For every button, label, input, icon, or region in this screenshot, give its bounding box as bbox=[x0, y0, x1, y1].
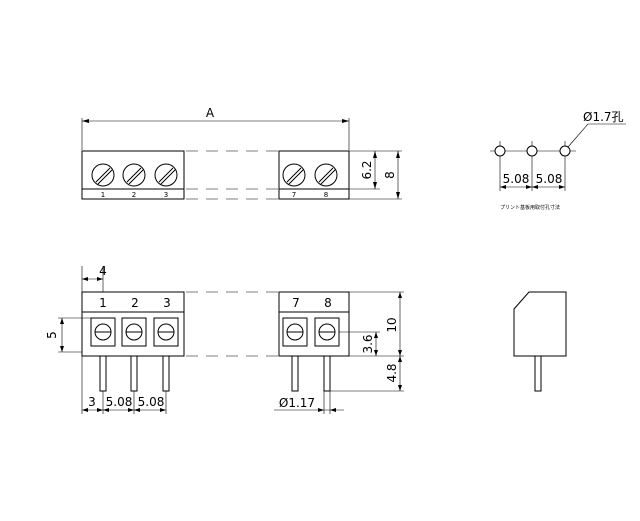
dim-front-height: 10 bbox=[385, 317, 399, 332]
screw-slot-2 bbox=[121, 317, 147, 347]
pcb-hole-pattern: Ø1.7孔 5.08 5.08 プリント基板用取付孔寸法 bbox=[490, 110, 626, 211]
dim-screw-center: 3.6 bbox=[361, 334, 375, 353]
pin-2 bbox=[130, 355, 138, 392]
dim-body-height: 8 bbox=[383, 171, 397, 179]
dim-bottom-508a: 5.08 bbox=[106, 395, 133, 409]
pin-3 bbox=[162, 355, 170, 392]
terminal-block-right-top bbox=[278, 150, 350, 200]
pin-7 bbox=[291, 355, 299, 392]
dim-pitch-1: 5.08 bbox=[503, 172, 530, 186]
side-pin bbox=[534, 355, 542, 392]
dim-pitch-2: 5.08 bbox=[536, 172, 563, 186]
dim-screw-offset: 5 bbox=[45, 331, 59, 339]
top-label-3: 3 bbox=[164, 191, 168, 199]
pcb-hole-1 bbox=[494, 145, 506, 157]
dim-bottom-508b: 5.08 bbox=[138, 395, 165, 409]
terminal-block-left-top bbox=[81, 150, 185, 200]
top-label-8: 8 bbox=[324, 191, 328, 199]
terminal-block-right-front bbox=[278, 291, 350, 357]
dim-pin-length: 4.8 bbox=[385, 363, 399, 382]
dim-screw-height: 6.2 bbox=[360, 160, 374, 179]
front-view: 4 bbox=[45, 264, 404, 414]
pcb-hole-2 bbox=[526, 145, 538, 157]
screw-slot-7 bbox=[282, 317, 308, 347]
screw-1-top bbox=[91, 163, 115, 187]
screw-7-top bbox=[282, 163, 306, 187]
front-label-7: 7 bbox=[292, 296, 300, 310]
dim-bottom-3: 3 bbox=[88, 395, 96, 409]
screw-slot-1 bbox=[90, 317, 116, 347]
front-label-2: 2 bbox=[131, 296, 139, 310]
screw-2-top bbox=[122, 163, 146, 187]
front-label-3: 3 bbox=[163, 296, 171, 310]
screw-3-top bbox=[154, 163, 178, 187]
top-view: A bbox=[81, 106, 402, 200]
screw-slot-3 bbox=[153, 317, 179, 347]
dim-overall-length: A bbox=[206, 106, 215, 120]
pcb-hole-3 bbox=[559, 145, 571, 157]
dim-hole-diameter: Ø1.7孔 bbox=[583, 110, 624, 124]
dim-pin-offset: 4 bbox=[99, 264, 107, 278]
top-label-1: 1 bbox=[101, 191, 105, 199]
pcb-note: プリント基板用取付孔寸法 bbox=[500, 204, 560, 211]
pin-8 bbox=[323, 355, 331, 392]
top-label-2: 2 bbox=[132, 191, 136, 199]
front-label-8: 8 bbox=[324, 296, 332, 310]
screw-8-top bbox=[314, 163, 338, 187]
top-label-7: 7 bbox=[292, 191, 296, 199]
front-label-1: 1 bbox=[99, 296, 107, 310]
side-body bbox=[513, 291, 567, 357]
dim-pin-diameter: Ø1.17 bbox=[279, 396, 315, 410]
pin-1 bbox=[99, 355, 107, 392]
side-view bbox=[513, 291, 567, 392]
